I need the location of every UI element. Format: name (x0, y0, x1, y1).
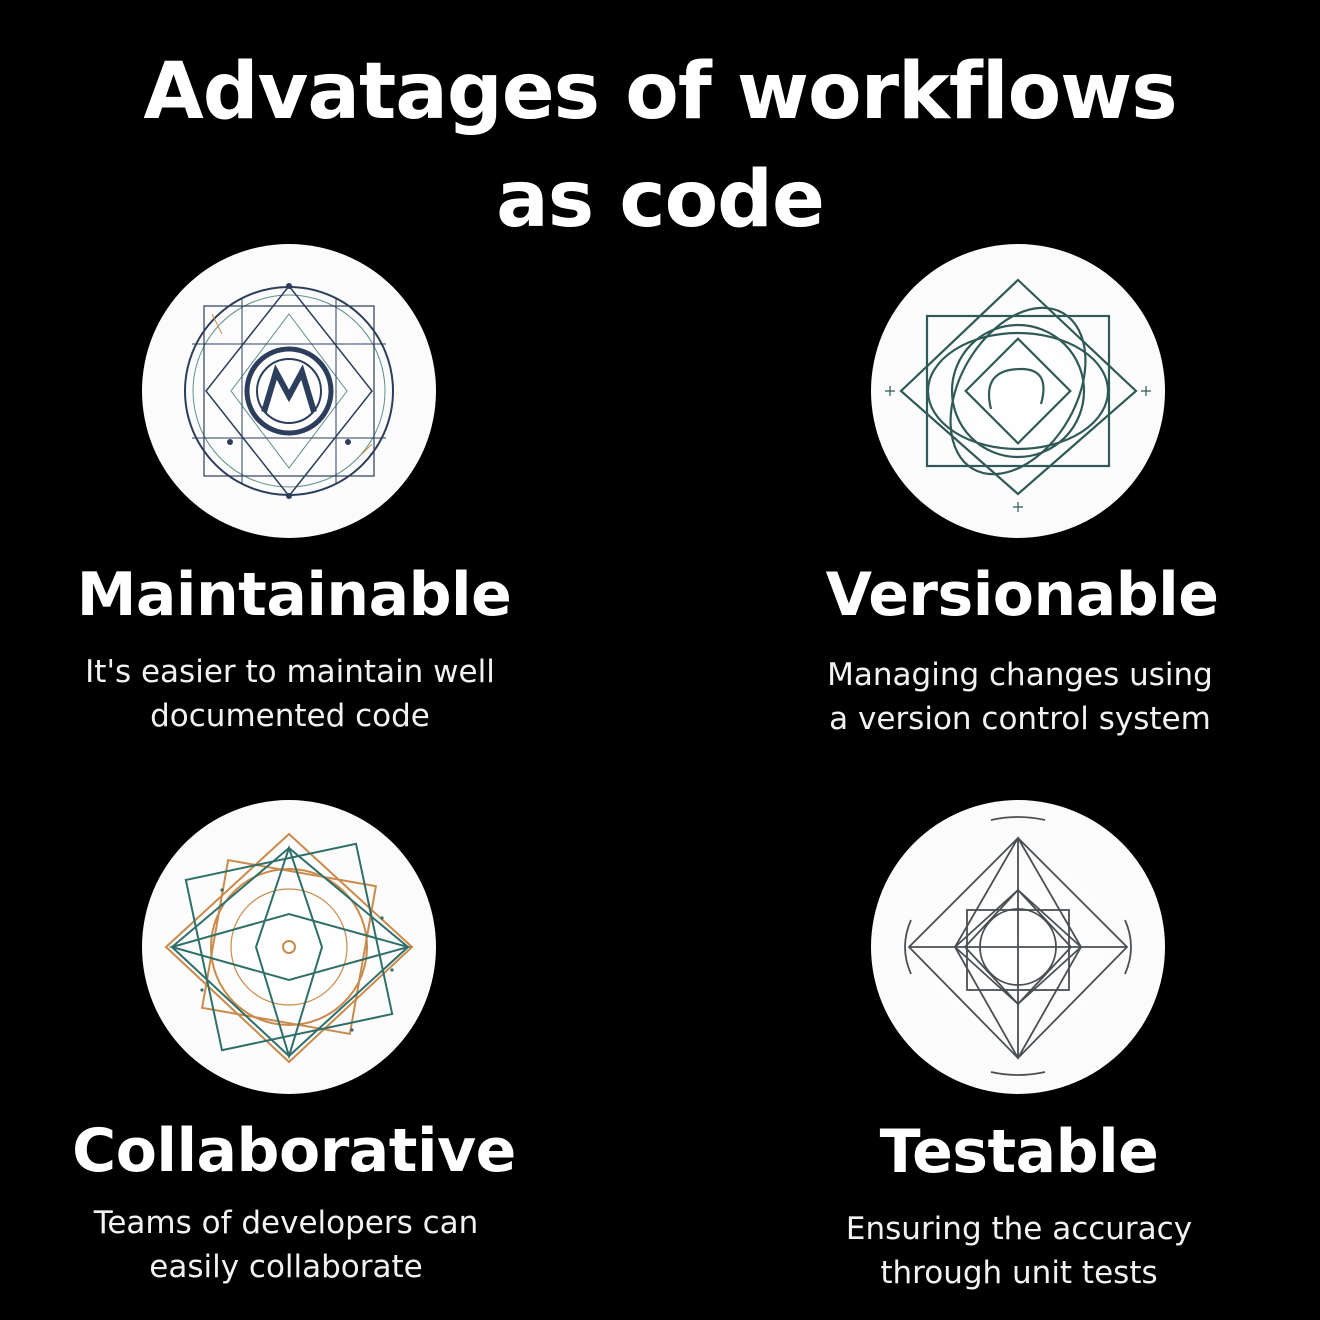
card-heading: Versionable (825, 560, 1219, 630)
title-line-2: as code (496, 155, 825, 245)
card-description-line: easily collaborate (149, 1249, 423, 1285)
card-heading: Collaborative (72, 1116, 516, 1186)
card-description: It's easier to maintain well documented … (0, 650, 590, 738)
geometric-squares-icon (871, 244, 1165, 538)
geometric-emblem-m-icon (142, 244, 436, 538)
geometric-star-icon (142, 800, 436, 1094)
card-description-line: documented code (150, 698, 430, 734)
card-heading: Maintainable (76, 560, 512, 630)
card-description: Managing changes using a version control… (720, 653, 1320, 741)
card-description-line: Teams of developers can (93, 1205, 479, 1241)
card-description-line: through unit tests (880, 1255, 1158, 1291)
card-description-line: Ensuring the accuracy (845, 1211, 1193, 1247)
card-description: Teams of developers can easily collabora… (0, 1201, 586, 1289)
card-description-line: Managing changes using (827, 657, 1213, 693)
card-description-line: It's easier to maintain well (85, 654, 495, 690)
card-heading: Testable (879, 1117, 1159, 1187)
title-line-1: Advatages of workflows (143, 47, 1177, 137)
card-description-line: a version control system (829, 701, 1211, 737)
geometric-diamond-icon (871, 800, 1165, 1094)
page-title: Advatages of workflows as code (0, 38, 1320, 254)
card-description: Ensuring the accuracy through unit tests (719, 1207, 1319, 1295)
